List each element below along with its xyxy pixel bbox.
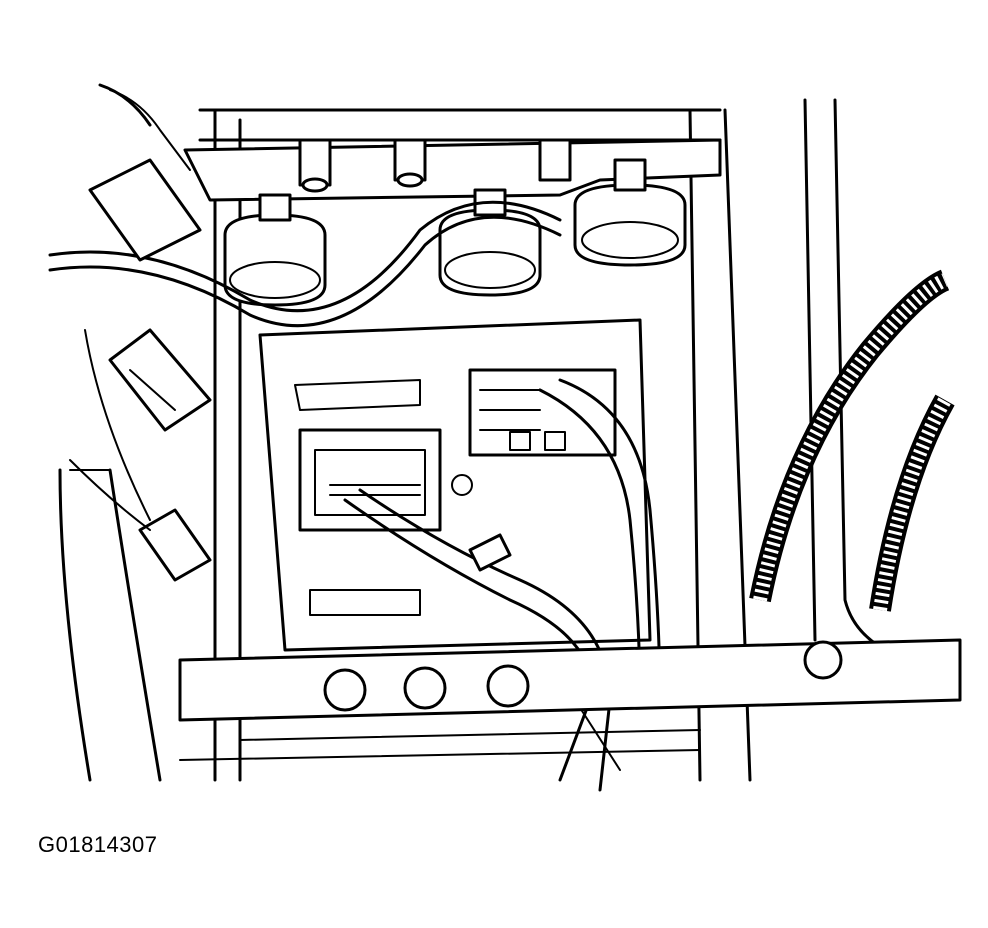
left-connector-lower	[69, 329, 212, 582]
figure-id-label: G01814307	[38, 832, 158, 857]
module-connector-right	[468, 368, 617, 457]
relay-canister-left	[223, 193, 327, 307]
relay-canister-right	[573, 158, 687, 267]
left-connector-upper	[88, 158, 202, 262]
module-connector-left	[298, 428, 442, 532]
left-connector-middle	[108, 328, 212, 432]
bottom-rail-with-holes	[178, 638, 962, 761]
right-corrugated-conduit	[749, 269, 955, 612]
relay-canister-middle	[438, 188, 542, 297]
engine-bay-module-illustration	[48, 83, 962, 792]
top-mounting-bracket	[183, 138, 722, 202]
left-wire-bundle	[58, 468, 162, 782]
